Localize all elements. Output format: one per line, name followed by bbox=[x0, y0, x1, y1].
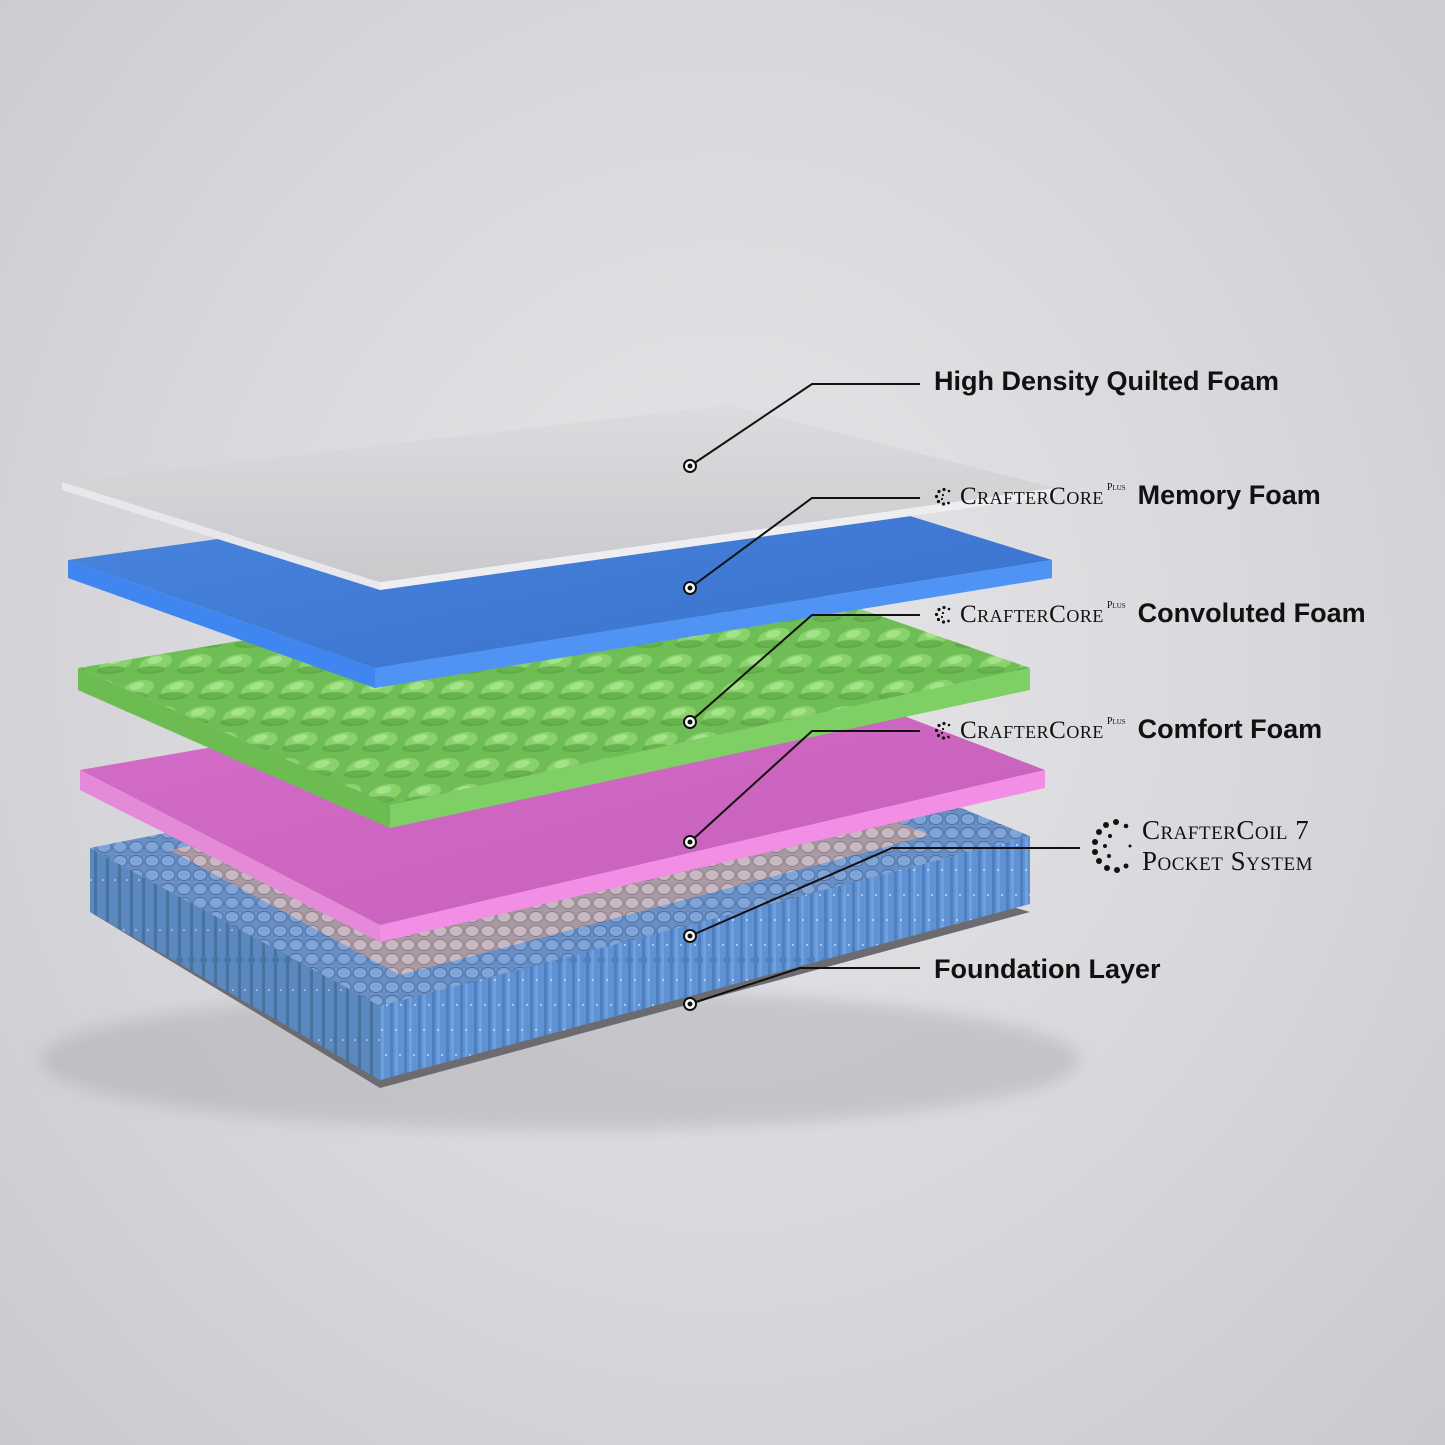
coil-front-side bbox=[380, 836, 1030, 1080]
craftercore-logo-icon bbox=[934, 721, 951, 740]
convoluted-foam-text: Convoluted Foam bbox=[1137, 598, 1366, 628]
leader-foundation bbox=[689, 967, 920, 1005]
brand-plus: Plus bbox=[1106, 716, 1126, 727]
leader-convoluted bbox=[689, 614, 920, 723]
leader-memory bbox=[689, 497, 920, 589]
dot-convoluted bbox=[683, 715, 697, 729]
brand-plus: Plus bbox=[1106, 482, 1126, 493]
coil-line-2: Pocket System bbox=[1142, 846, 1314, 877]
label-quilted-foam: High Density Quilted Foam bbox=[934, 366, 1280, 396]
craftercore-logo-icon bbox=[934, 487, 951, 506]
brand-name: CrafterCore bbox=[960, 601, 1104, 628]
craftercore-logo-icon bbox=[934, 605, 951, 624]
brand-name: CrafterCore bbox=[960, 717, 1104, 744]
dot-memory bbox=[683, 581, 697, 595]
brand-plus: Plus bbox=[1106, 600, 1126, 611]
leader-lines bbox=[689, 383, 1080, 1005]
label-foundation-layer: Foundation Layer bbox=[934, 954, 1161, 984]
coil-left-side bbox=[90, 848, 380, 1080]
label-comfort-foam: CrafterCore Plus Comfort Foam bbox=[934, 714, 1322, 745]
quilted-foam-layer bbox=[62, 405, 1055, 590]
comfort-foam-text: Comfort Foam bbox=[1137, 714, 1323, 744]
label-memory-foam: CrafterCore Plus Memory Foam bbox=[934, 480, 1321, 511]
dot-comfort bbox=[683, 835, 697, 849]
leader-quilted bbox=[689, 383, 920, 467]
convoluted-foam-layer bbox=[78, 560, 1030, 828]
dot-foundation bbox=[683, 997, 697, 1011]
coil-line-1: CrafterCoil 7 bbox=[1142, 815, 1310, 845]
label-coil-system: CrafterCoil 7 Pocket System bbox=[1090, 815, 1313, 877]
dot-quilted bbox=[683, 459, 697, 473]
craftercoil-logo-icon bbox=[1092, 819, 1132, 874]
leader-coil bbox=[689, 847, 1080, 937]
leader-comfort bbox=[689, 730, 920, 843]
dot-coil bbox=[683, 929, 697, 943]
memory-foam-text: Memory Foam bbox=[1137, 480, 1321, 510]
leader-dots bbox=[683, 459, 697, 1011]
brand-name: CrafterCore bbox=[960, 483, 1104, 510]
label-convoluted-foam: CrafterCore Plus Convoluted Foam bbox=[934, 598, 1366, 629]
